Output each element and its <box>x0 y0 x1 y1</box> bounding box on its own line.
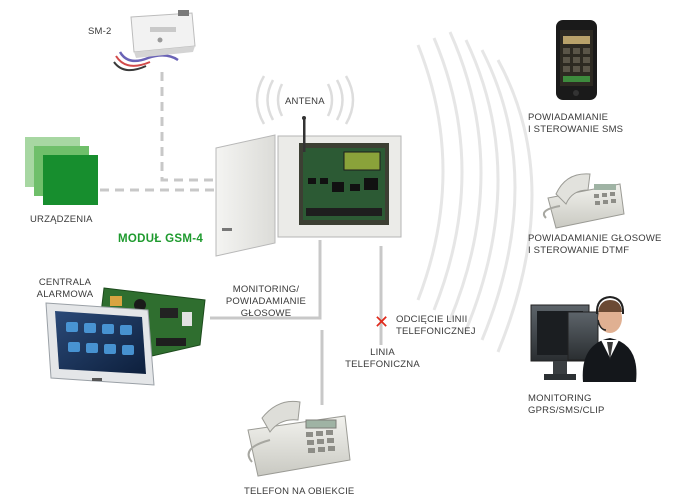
wave-arc-1 <box>416 44 445 301</box>
line-cutoff-label-line-2: TELEFONICZNEJ <box>396 326 476 337</box>
monitoring-voice-label-line-2: POWIADAMIANIE <box>225 296 307 307</box>
sms-label-line-2: I STEROWANIE SMS <box>528 124 624 135</box>
monitoring-voice-label-line-1: MONITORING/ <box>232 284 300 295</box>
devices-squares-icon <box>25 137 98 205</box>
wave-arc-3 <box>448 31 483 321</box>
wave-arc-2 <box>432 37 464 311</box>
dtmf-label-line-1: POWIADAMIANIE GŁOSOWE <box>528 233 662 244</box>
control-panel-label-line-1: CENTRALA <box>38 277 92 288</box>
desk-phone-icon <box>542 173 625 229</box>
connection-lines <box>100 72 383 405</box>
sms-label: POWIADAMIANIE I STEROWANIE SMS <box>528 112 623 136</box>
gprs-label-line-2: GPRS/SMS/CLIP <box>528 405 605 416</box>
phone-line-label-line-1: LINIA <box>370 347 395 358</box>
monitoring-voice-label-line-3: GŁOSOWE <box>240 308 292 319</box>
wave-arc-5 <box>480 49 517 341</box>
dtmf-label-line-2: I STEROWANIE DTMF <box>528 245 630 256</box>
sm2-device <box>113 10 196 72</box>
control-panel-label-line-2: ALARMOWA <box>36 289 94 300</box>
gprs-label-line-1: MONITORING <box>528 393 592 404</box>
control-panel-label: CENTRALA ALARMOWA <box>20 277 110 301</box>
panel-link <box>210 240 322 320</box>
dtmf-label: POWIADAMIANIE GŁOSOWE I STEROWANIE DTMF <box>528 233 662 257</box>
phone-line-label-line-2: TELEFONICZNA <box>345 359 420 370</box>
smartphone-icon <box>556 20 597 100</box>
sms-label-line-1: POWIADAMIANIE <box>528 112 609 123</box>
sm2-label: SM-2 <box>88 26 112 37</box>
phone-line-label: LINIA TELEFONICZNA <box>340 347 425 371</box>
line-cutoff-label: ODCIĘCIE LINII TELEFONICZNEJ <box>396 314 476 338</box>
gsm4-module-enclosure <box>215 116 402 257</box>
alarm-control-panel <box>45 287 206 386</box>
line-cut-x-icon: ✕ <box>374 312 390 332</box>
site-phone <box>247 400 351 477</box>
line-cutoff-label-line-1: ODCIĘCIE LINII <box>396 314 468 325</box>
monitoring-station-icon <box>530 295 637 382</box>
radio-waves <box>416 31 534 353</box>
sm2-link-dashed <box>160 72 215 182</box>
module-title: MODUŁ GSM-4 <box>118 233 204 245</box>
gprs-label: MONITORING GPRS/SMS/CLIP <box>528 393 605 417</box>
antenna-waves <box>255 75 355 125</box>
wave-arc-6 <box>496 59 534 353</box>
wave-arc-4 <box>464 39 500 331</box>
devices-label: URZĄDZENIA <box>30 214 93 225</box>
site-phone-label: TELEFON NA OBIEKCIE <box>244 486 355 497</box>
antenna-label: ANTENA <box>285 96 325 107</box>
monitoring-voice-label: MONITORING/ POWIADAMIANIE GŁOSOWE <box>222 284 310 320</box>
